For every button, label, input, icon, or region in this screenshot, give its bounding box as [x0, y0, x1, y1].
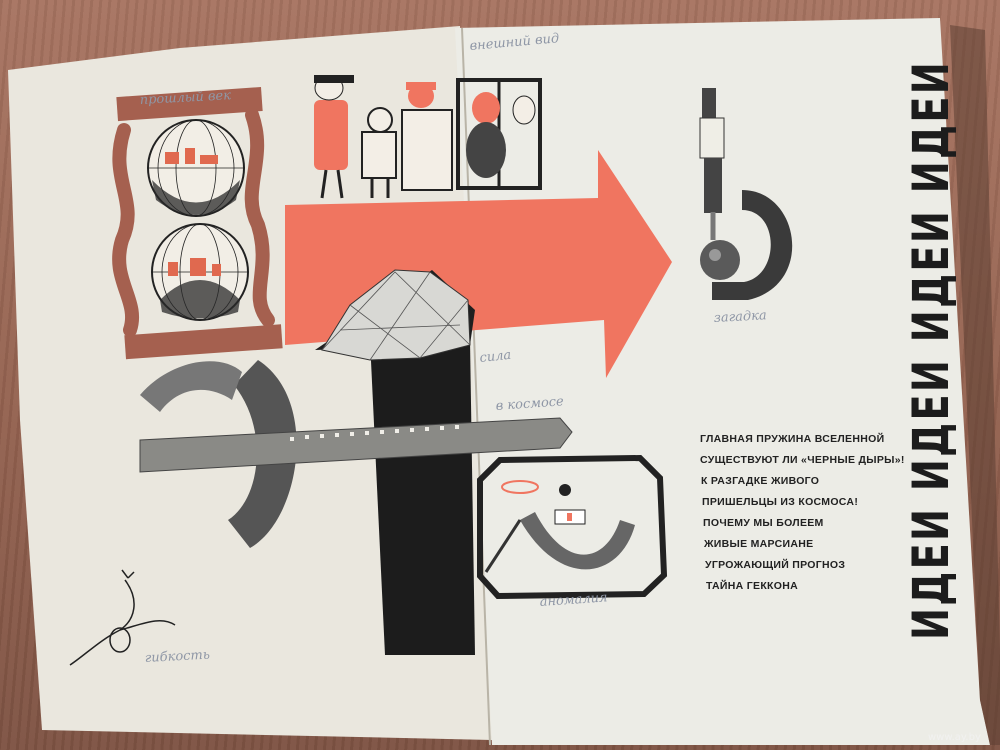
toc-item: ТАЙНА ГЕККОНА — [706, 579, 798, 592]
note-dancer: гибкость — [144, 648, 210, 666]
dancer-doodle — [69, 569, 176, 666]
note-frame: аномалия — [539, 590, 608, 610]
people-cartoon-illustration — [314, 75, 542, 199]
toc-item: СУЩЕСТВУЮТ ЛИ «ЧЕРНЫЕ ДЫРЫ»! — [700, 454, 905, 466]
toc-item: ПРИШЕЛЬЦЫ ИЗ КОСМОСА! — [702, 496, 858, 508]
hourglass-globes-illustration — [112, 87, 283, 360]
toc-item: УГРОЖАЮЩИЙ ПРОГНОЗ — [705, 558, 845, 571]
watermark-text: www.ay.by — [928, 732, 981, 743]
table-of-contents: ГЛАВНАЯ ПРУЖИНА ВСЕЛЕННОЙ СУЩЕСТВУЮТ ЛИ … — [700, 432, 905, 592]
toc-item: ПОЧЕМУ МЫ БОЛЕЕМ — [703, 517, 824, 529]
note-belt: в космосе — [495, 394, 564, 414]
octagon-frame-illustration — [477, 454, 668, 600]
note-micrometer: загадка — [713, 308, 767, 326]
note-diamond: сила — [479, 348, 512, 366]
headline-idei: ИДЕИ ИДЕИ ИДЕИ ИДЕИ — [902, 60, 960, 640]
toc-item: ЖИВЫЕ МАРСИАНЕ — [703, 538, 813, 550]
toc-item: К РАЗГАДКЕ ЖИВОГО — [701, 475, 819, 487]
note-hourglass: прошлый век — [139, 88, 231, 108]
page-edge-shadow — [950, 25, 1000, 745]
vertical-headline: ИДЕИ ИДЕИ ИДЕИ ИДЕИ — [902, 60, 960, 640]
diamond-pillar-graphic — [315, 269, 475, 655]
toc-item: ГЛАВНАЯ ПРУЖИНА ВСЕЛЕННОЙ — [700, 432, 884, 445]
micrometer-illustration — [699, 88, 793, 300]
sword-belt-illustration — [139, 360, 573, 548]
